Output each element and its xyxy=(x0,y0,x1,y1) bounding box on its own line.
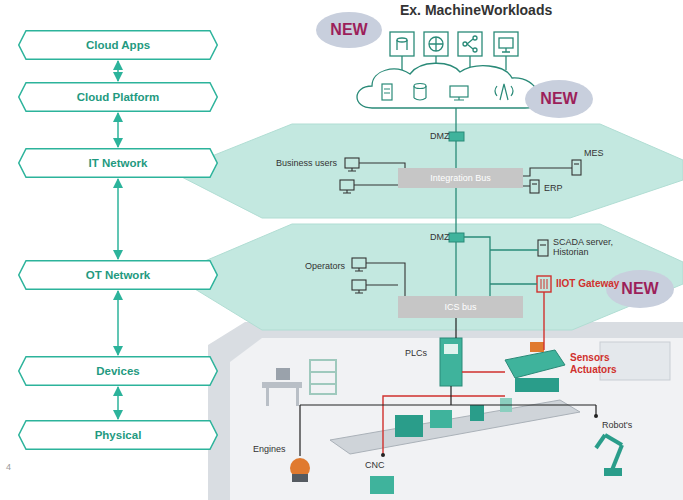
dmz-label: DMZ xyxy=(430,131,450,141)
engines-label: Engines xyxy=(253,444,286,454)
it-band xyxy=(172,124,683,218)
layer-box: Devices xyxy=(18,356,218,386)
ot-band xyxy=(172,224,683,330)
node-text: Devices xyxy=(96,365,139,377)
page-number: 4 xyxy=(6,462,11,472)
workload-icons xyxy=(390,32,518,70)
layer-box: OT Network xyxy=(18,260,218,290)
node-text: NEW xyxy=(540,90,577,108)
node-text: NEW xyxy=(330,21,367,39)
robot xyxy=(596,435,622,470)
factory-floor xyxy=(230,338,683,500)
sensors-label: Sensors Actuators xyxy=(570,352,628,375)
iiot-wire xyxy=(543,292,544,350)
plc-wire xyxy=(300,318,596,456)
layer-connector xyxy=(117,61,119,81)
node-text: Physical xyxy=(95,429,142,441)
users-label: Business users xyxy=(276,158,337,168)
new-badge: NEW xyxy=(316,12,382,48)
shelf xyxy=(310,360,336,394)
layer-connector xyxy=(117,113,119,147)
scada-link xyxy=(464,237,538,296)
dmz-icon xyxy=(449,132,464,141)
diagram-title: Ex. MachineWorkloads xyxy=(400,2,552,18)
factory-wall xyxy=(208,322,683,500)
layer-outline-shape xyxy=(19,149,218,178)
layer-box: Cloud Platform xyxy=(18,82,218,112)
node-text: OT Network xyxy=(86,269,151,281)
machine xyxy=(395,415,423,437)
erp-label: ERP xyxy=(544,183,563,193)
bus-box: Integration Bus xyxy=(398,168,523,188)
scada-label: SCADA server, Historian xyxy=(553,237,627,258)
sensor-machine xyxy=(505,350,565,378)
cloud xyxy=(357,63,538,108)
it-devices xyxy=(340,158,581,193)
ot-devices xyxy=(352,240,548,296)
layer-outline-shape xyxy=(19,31,218,60)
node-text: ICS bus xyxy=(444,302,476,312)
iiot-gateway-label: IIOT Gateway xyxy=(556,278,619,290)
layer-box: Cloud Apps xyxy=(18,30,218,60)
dmz-label: DMZ xyxy=(430,232,450,242)
sensor-wire xyxy=(383,372,505,455)
layer-connector xyxy=(117,387,119,419)
layer-outline-shape xyxy=(19,83,218,112)
cnc-label: CNC xyxy=(365,460,385,470)
node-text: Integration Bus xyxy=(430,173,491,183)
layer-outline-shape xyxy=(19,261,218,290)
mes-label: MES xyxy=(584,148,604,158)
conveyor xyxy=(330,400,580,454)
node-text: Cloud Apps xyxy=(86,39,150,51)
new-badge: NEW xyxy=(525,80,593,118)
cnc-machine xyxy=(370,476,394,494)
plc-label: PLCs xyxy=(405,348,427,358)
node-text: Cloud Platform xyxy=(77,91,159,103)
plc-cabinet xyxy=(440,338,462,386)
layer-box: Physical xyxy=(18,420,218,450)
desk xyxy=(262,382,302,388)
operators-label: Operators xyxy=(305,261,345,271)
layer-box: IT Network xyxy=(18,148,218,178)
iiot-gateway-icon xyxy=(537,276,551,292)
layer-outline-shape xyxy=(19,357,218,386)
node-text: NEW xyxy=(621,280,658,298)
bus-box: ICS bus xyxy=(398,296,523,318)
robots-label: Robot's xyxy=(602,420,632,430)
layer-outline-shape xyxy=(19,421,218,450)
node-text: IT Network xyxy=(89,157,148,169)
layer-connector xyxy=(117,291,119,355)
layer-connector xyxy=(117,179,119,259)
dmz-icon xyxy=(449,233,464,242)
